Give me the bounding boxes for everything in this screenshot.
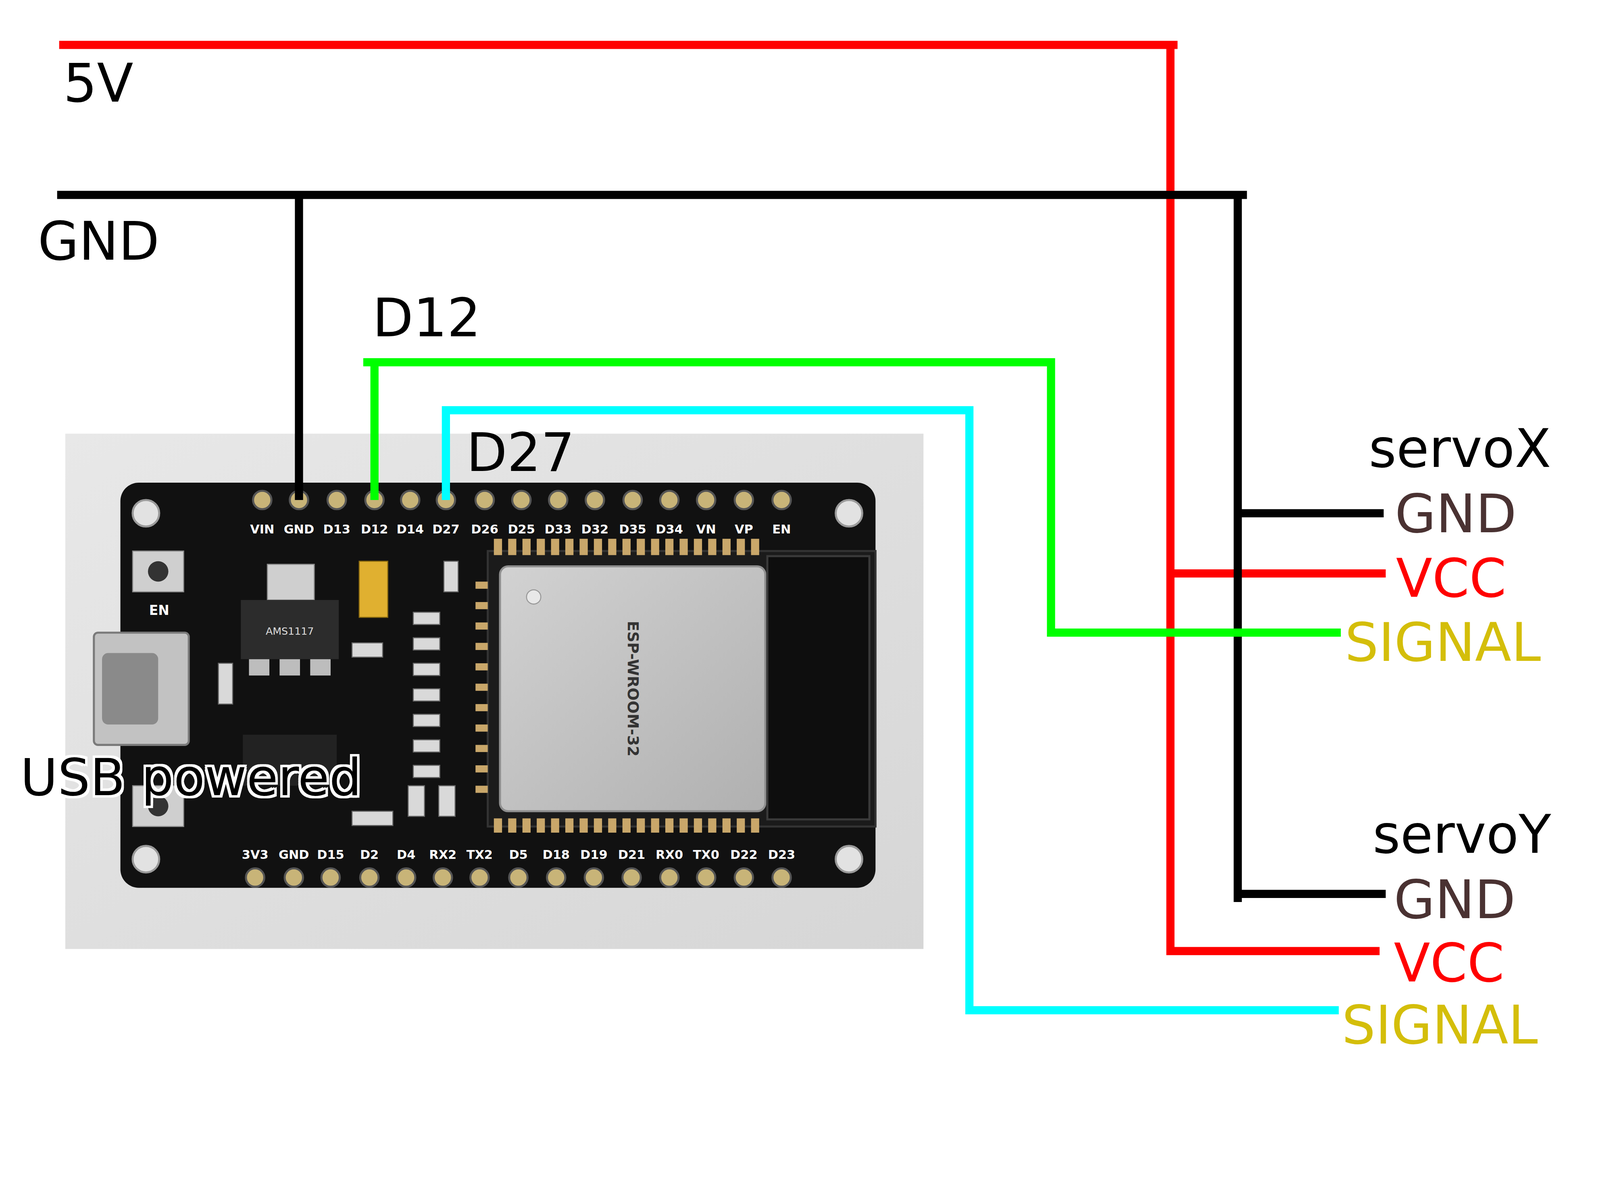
pin-label: D22 [730, 848, 758, 861]
tantalum-cap [359, 561, 388, 618]
pin-label: D18 [542, 848, 570, 861]
pin-label: EN [772, 523, 791, 536]
pin-label: D34 [655, 523, 683, 536]
signal-label: D12 [372, 291, 482, 345]
module-shield [500, 566, 766, 811]
pin-label: TX0 [693, 848, 720, 861]
servo-name: servoY [1372, 808, 1551, 862]
ground-label: GND [37, 214, 160, 269]
pin-label: D25 [507, 523, 535, 536]
servo-pin-label: VCC [1395, 552, 1507, 606]
pin-label: GND [283, 523, 315, 536]
pin-label: VIN [250, 523, 275, 536]
pin-label: D2 [360, 848, 379, 861]
en-button-cap [147, 561, 169, 582]
servo-pin-label: SIGNAL [1344, 616, 1541, 670]
usb-port [93, 632, 189, 745]
pin-label: D5 [508, 848, 528, 861]
wires [61, 44, 1382, 1011]
regulator-legs [248, 659, 331, 676]
module-marking: ESP-WROOM-32 [625, 620, 641, 757]
pin-label: GND [278, 848, 310, 861]
pin-label: RX0 [655, 848, 684, 861]
en-button [132, 551, 184, 592]
pin-label: D33 [544, 523, 572, 536]
pin-label: 3V3 [241, 848, 269, 861]
pin-label: TX2 [466, 848, 493, 861]
regulator-body [240, 600, 339, 660]
pin-label: D13 [322, 523, 350, 536]
module-frame [487, 551, 876, 827]
pin-label: D27 [432, 523, 460, 536]
pin-label: D23 [768, 848, 796, 861]
power-note: USB powered [20, 752, 362, 804]
signal-label: D27 [466, 426, 575, 480]
supply-label: 5V [63, 56, 134, 111]
pin-label: D14 [396, 523, 424, 536]
servo-pin-label: GND [1394, 487, 1517, 541]
button-label: EN [149, 604, 170, 618]
usb-port-slot [102, 653, 159, 725]
header-pins [245, 490, 791, 887]
wire-d12 [367, 362, 1337, 633]
antenna [767, 556, 870, 820]
shield-dot [526, 589, 541, 605]
wire-5v [63, 44, 1382, 951]
pin-label: D19 [580, 848, 608, 861]
servo-pin-label: GND [1393, 873, 1516, 927]
pin-label: D12 [360, 523, 388, 536]
esp32-board [120, 482, 876, 888]
chip-marking: AMS1117 [265, 626, 315, 637]
regulator-tab [267, 564, 315, 600]
pin-label: RX2 [429, 848, 457, 861]
servo-name: servoX [1368, 422, 1551, 476]
wire-d27 [445, 410, 1335, 1011]
servo-pin-label: VCC [1393, 936, 1505, 990]
pin-label: D32 [581, 523, 609, 536]
pin-label: VP [734, 523, 754, 536]
pin-label: D4 [396, 848, 416, 861]
photo-background [65, 433, 924, 950]
servo-pin-label: SIGNAL [1341, 998, 1538, 1053]
pin-label: VN [696, 523, 717, 536]
pin-label: D15 [316, 848, 344, 861]
pin-label: D26 [470, 523, 498, 536]
pin-label: D35 [618, 523, 646, 536]
pin-label: D21 [618, 848, 646, 861]
